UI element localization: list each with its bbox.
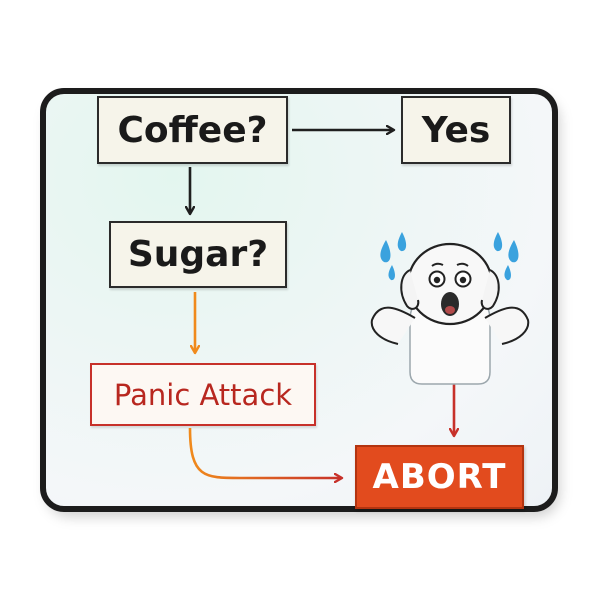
panicking-figure-icon [370,242,530,385]
sugar-node: Sugar? [109,221,287,288]
coffee-node: Coffee? [97,96,288,164]
arrow-panic-to-abort [188,427,342,478]
abort-node: ABORT [355,445,524,509]
yes-node: Yes [401,96,511,164]
panic-attack-node: Panic Attack [90,363,316,426]
sweat-drops-icon [380,232,519,281]
